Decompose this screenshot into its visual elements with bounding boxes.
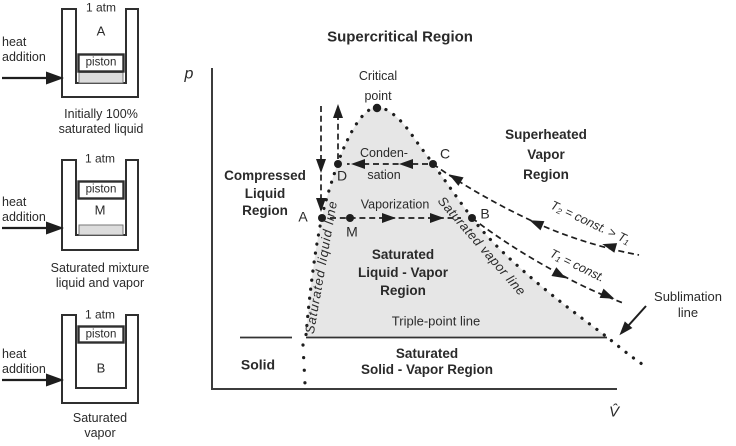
point-label-M: M [346, 223, 358, 240]
piston-1-pressure-label: 1 atm [85, 0, 117, 15]
arrowhead-down [316, 198, 326, 212]
label-solid-region: Solid [240, 356, 276, 373]
axis-label-v: V̂ [608, 403, 620, 421]
piston-1-state-label: A [96, 23, 106, 39]
piston-2-piston-label: piston [85, 183, 117, 196]
sublimation-pointer-arrowhead [619, 321, 633, 336]
heat-arrow-3-head [46, 373, 64, 387]
piston-3-rect [77, 325, 125, 344]
piston-1-rect [77, 53, 125, 73]
saturated-liquid-line-dots [304, 105, 379, 337]
arrowhead-left [351, 159, 365, 169]
label-sublimation-line: Sublimation line [654, 289, 722, 320]
heat-arrow-1-head [46, 71, 64, 85]
piston-2-pressure-label: 1 atm [84, 151, 116, 166]
heat-addition-label-2: heat addition [2, 195, 46, 224]
sublimation-pointer-line [627, 305, 647, 327]
axis-label-p: p [184, 65, 194, 83]
piston-3-pressure-label: 1 atm [84, 307, 116, 322]
heat-addition-label-1: heat addition [2, 35, 46, 64]
label-compressed-liquid-region: Compressed Liquid Region [224, 167, 306, 218]
piston-2-rect [77, 180, 125, 200]
heat-addition-label-3: heat addition [2, 347, 46, 376]
arrowhead-left [399, 159, 413, 169]
label-critical-point: Critical point [358, 69, 398, 103]
piston-1-piston-label: piston [85, 56, 117, 69]
label-saturated-liquid-vapor-region: Saturated Liquid - Vapor Region [358, 247, 448, 298]
liquid-2-rect [78, 224, 124, 236]
arrowhead-up [333, 104, 343, 118]
point-dot-M [346, 214, 354, 222]
arrowhead-down [316, 159, 326, 173]
arrowhead-toward-C [529, 220, 545, 231]
heat-arrow-2-head [46, 221, 64, 235]
piston-3-piston-label: piston [85, 328, 117, 341]
point-label-D: D [336, 167, 348, 184]
liquid-1-rect [78, 72, 124, 84]
arrowhead-right [430, 213, 444, 223]
label-condensation: Conden- sation [360, 146, 408, 182]
point-label-A: A [298, 208, 308, 225]
saturated-solid-line-dots [301, 343, 307, 386]
arrowhead-toward-C [602, 243, 618, 253]
arrowhead-down-right [551, 267, 567, 279]
critical-point-dot [372, 103, 382, 113]
saturated-vapor-and-sublimation-line-dots [375, 105, 644, 366]
vessel-3-outline [61, 314, 139, 404]
process-arrowheads [316, 104, 618, 299]
point-label-C: C [439, 145, 451, 162]
label-triple-point-line: Triple-point line [391, 313, 481, 329]
point-label-B: B [480, 205, 490, 222]
axes [211, 68, 617, 390]
label-vaporization: Vaporization [360, 197, 430, 212]
piston-2-caption: Saturated mixture liquid and vapor [50, 261, 150, 290]
dome-fill [306, 107, 607, 337]
piston-2-state-label: M [94, 202, 106, 218]
piston-3-caption: Saturated vapor [72, 411, 128, 440]
arrowhead-down-right [599, 288, 615, 299]
vessel-1-outline [61, 8, 139, 98]
point-dot-D [334, 160, 342, 168]
point-dot-B [468, 214, 476, 222]
piston-1-caption: Initially 100% saturated liquid [58, 107, 144, 136]
vessel-2-outline [61, 159, 139, 251]
arrowhead-toward-C [448, 174, 464, 186]
arrowhead-right [382, 213, 396, 223]
label-saturated-solid-vapor-region: Saturated Solid - Vapor Region [360, 346, 494, 377]
label-superheated-vapor-region: Superheated Vapor Region [505, 127, 587, 182]
point-dot-C [429, 160, 437, 168]
point-dot-A [318, 214, 326, 222]
piston-3-state-label: B [96, 360, 106, 376]
label-supercritical-region: Supercritical Region [327, 28, 473, 46]
